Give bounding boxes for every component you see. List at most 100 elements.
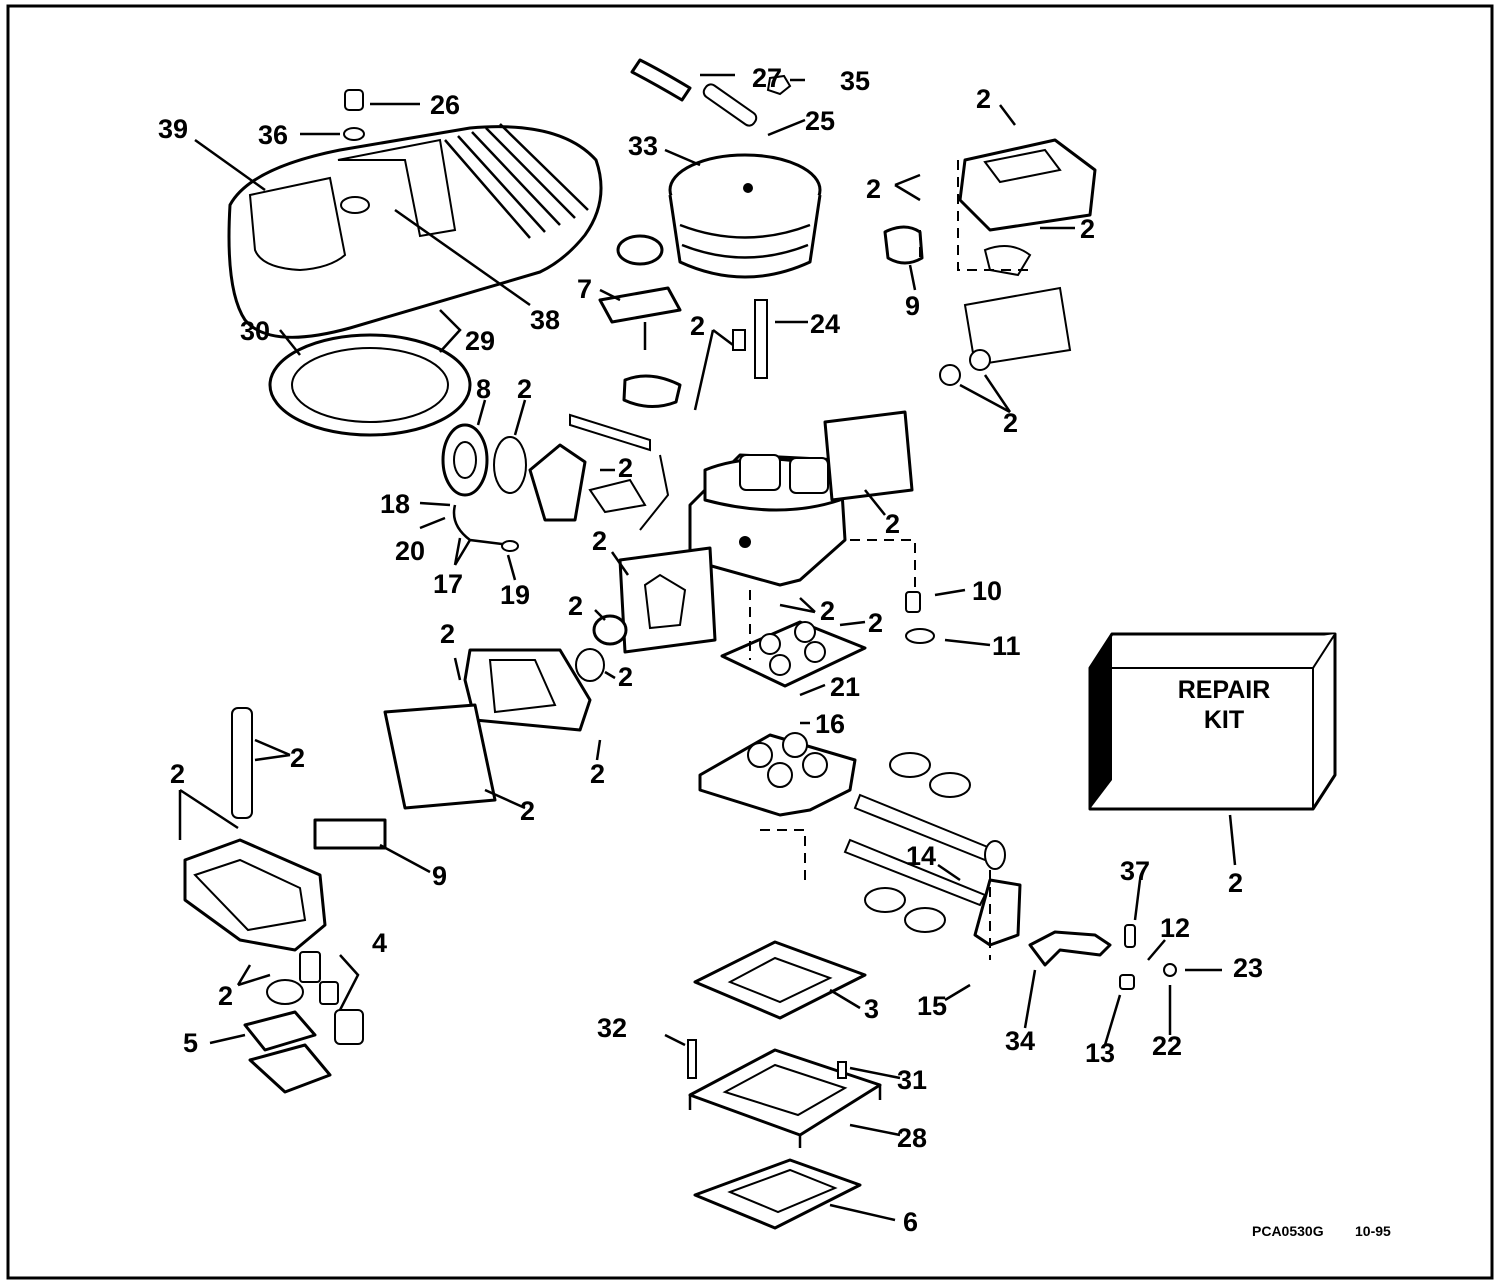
bowl-gasket-left [383,703,497,810]
seal [441,423,527,497]
needle-seat [575,614,628,682]
callout-2-cover: 2 [1003,408,1018,438]
callout-2-flange: 2 [868,608,883,638]
callout-23: 23 [1233,953,1263,983]
callout-38: 38 [530,305,560,335]
callout-19: 19 [500,580,530,610]
callout-2-jet: 2 [520,796,535,826]
float-bottom [313,818,387,850]
fuel-bowl-left [463,648,592,732]
drawing-code: PCA0530G [1252,1223,1324,1239]
callout-2-screw: 2 [290,743,305,773]
callout-2-kit: 2 [1228,868,1243,898]
callout-6: 6 [903,1207,918,1237]
choke-wire [452,504,519,552]
callout-2-pump: 2 [218,981,233,1011]
pump-diaphragm [243,979,332,1094]
callout-5: 5 [183,1028,198,1058]
drawing-date: 10-95 [1355,1223,1391,1239]
callout-26: 26 [430,90,460,120]
flame-arrestor [668,153,822,279]
callout-36: 36 [258,120,288,150]
callout-7: 7 [577,274,592,304]
callout-25: 25 [805,106,835,136]
callout-20: 20 [395,536,425,566]
callout-13: 13 [1085,1038,1115,1068]
callout-24: 24 [810,309,840,339]
pump-spring [299,951,364,1045]
assembly-line-2 [850,539,916,590]
callout-8: 8 [476,374,491,404]
callout-18: 18 [380,489,410,519]
callout-14: 14 [906,841,936,871]
assembly-line-3 [749,590,991,960]
choke-housing [528,413,670,531]
callout-33: 33 [628,131,658,161]
callout-2-bowl-left: 2 [590,759,605,789]
metering-plate-top [823,410,914,502]
callout-29: 29 [465,326,495,356]
callout-28: 28 [897,1123,927,1153]
carburetor-body [688,453,847,587]
callout-2-metering: 2 [885,509,900,539]
callout-9-top: 9 [905,291,920,321]
callout-32: 32 [597,1013,627,1043]
vent-hose [630,58,792,127]
callout-34: 34 [1005,1026,1035,1056]
callout-39: 39 [158,114,188,144]
jet-tower [231,707,253,819]
arrestor-gasket [268,333,472,437]
callout-12: 12 [1160,913,1190,943]
callout-2-oring: 2 [517,374,532,404]
gasket-6 [693,1158,862,1230]
callout-2-plate: 2 [592,526,607,556]
callout-17: 17 [433,569,463,599]
callout-4: 4 [372,928,387,958]
throttle-body [698,732,971,817]
callout-3: 3 [864,994,879,1024]
callout-2-valve: 2 [568,591,583,621]
callout-9-bottom: 9 [432,861,447,891]
assembly-line-1 [919,160,1030,271]
page-frame [6,4,1494,1280]
throttle-lever [1028,930,1112,967]
metering-plate-center [618,546,717,654]
callout-2-fork: 2 [866,174,881,204]
callout-2-plug-left: 2 [170,759,185,789]
stud-32 [687,1039,847,1079]
callout-15: 15 [917,991,947,1021]
repair-kit-label-line1: REPAIR [1178,676,1271,704]
callout-2-body: 2 [1080,214,1095,244]
callout-37: 37 [1120,856,1150,886]
flame-arrestor-cover [227,123,603,339]
pin-10 [905,591,935,644]
callouts: 39 26 36 38 30 29 27 35 25 33 7 24 2 8 2… [158,63,1263,1237]
callout-2-stud: 2 [690,311,705,341]
cover-bolt [343,89,365,141]
callout-31: 31 [897,1065,927,1095]
callout-27: 27 [752,63,782,93]
idle-screw [1119,924,1177,990]
callout-30: 30 [240,316,270,346]
callout-2-pins: 2 [820,596,835,626]
throttle-shaft [843,793,1022,947]
callout-2-bowl-screw: 2 [976,84,991,114]
leader-lines [178,73,1237,1222]
choke-pulloff [598,234,682,408]
callout-2-lever: 2 [618,453,633,483]
callout-22: 22 [1152,1031,1182,1061]
callout-10: 10 [972,576,1002,606]
repair-kit-box [1088,632,1337,811]
fuel-bowl-top [958,138,1097,367]
gasket-3 [693,940,867,1020]
callout-11: 11 [992,631,1021,661]
float-top [883,225,924,265]
callout-2-seal: 2 [618,662,633,692]
callout-16: 16 [815,709,845,739]
stud [732,299,768,379]
callout-35: 35 [840,66,870,96]
sight-plug [939,349,991,386]
base-gasket-small [720,620,867,688]
repair-kit-label-line2: KIT [1204,706,1244,734]
